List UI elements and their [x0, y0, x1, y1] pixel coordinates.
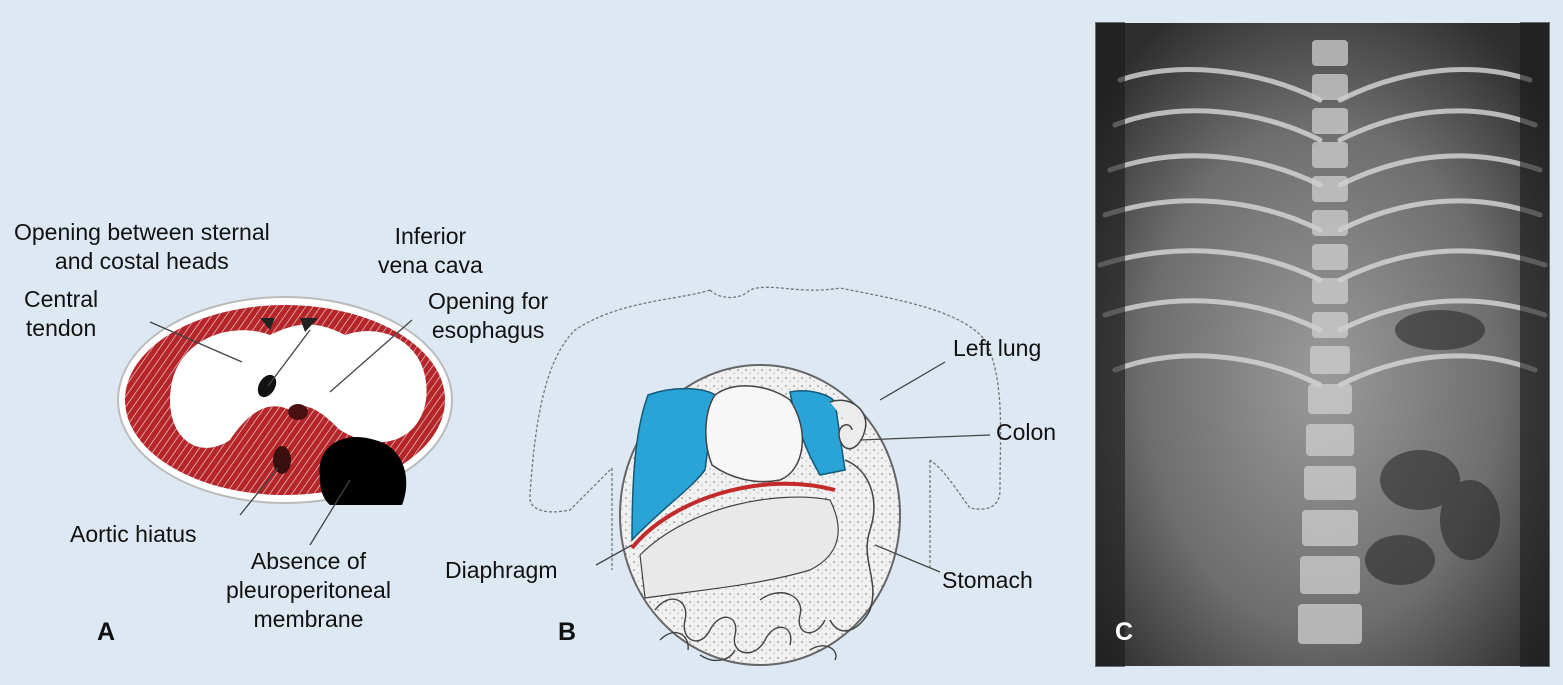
xray-ribs [1097, 67, 1548, 388]
leader-central-tendon [149, 321, 243, 363]
leader-defect [309, 479, 351, 546]
label-inferior-vena-cava: Inferior vena cava [378, 223, 483, 278]
label-diaphragm: Diaphragm [445, 557, 558, 583]
label-left-lung: Left lung [953, 335, 1042, 361]
leader-stomach [874, 544, 941, 573]
liver [639, 496, 839, 599]
panel-a-letter: A [97, 618, 116, 646]
label-opening-sternal-costal: Opening between sternal and costal heads [14, 219, 270, 274]
stomach-outline [829, 459, 875, 632]
torso-right-outline [709, 286, 1002, 510]
leader-aortic-hiatus [239, 467, 279, 516]
diaphragm-line [630, 481, 836, 550]
label-opening-esophagus: Opening for esophagus [428, 288, 549, 343]
colon-loop [829, 399, 867, 450]
leader-diaphragm [595, 544, 633, 566]
sternal-gap-left [260, 318, 275, 330]
panel-a-diaphragm [117, 296, 453, 546]
leader-colon [859, 434, 991, 441]
leader-esophagus [329, 319, 413, 393]
label-central-tendon: Central tendon [24, 286, 99, 341]
xray-bowel-gas [1365, 310, 1500, 585]
label-aortic-hiatus: Aortic hiatus [70, 521, 197, 547]
label-stomach: Stomach [942, 567, 1033, 593]
heart [705, 385, 803, 483]
aortic-opening [273, 446, 291, 474]
leader-left-lung [879, 361, 946, 401]
panel-c-letter: C [1115, 618, 1134, 646]
panel-b-letter: B [558, 618, 577, 646]
label-colon: Colon [996, 419, 1057, 445]
panel-b-torso [529, 286, 1002, 666]
intestine-loops [654, 592, 837, 662]
panel-c-xray [1094, 21, 1551, 668]
label-absence-membrane: Absence of pleuroperitoneal membrane [226, 548, 391, 632]
xray-spine [1298, 40, 1362, 644]
pleuroperitoneal-defect [319, 436, 407, 505]
sternal-gap-right [300, 318, 318, 332]
central-tendon [170, 324, 427, 448]
right-lung [631, 387, 716, 542]
esophagus-opening [288, 404, 308, 420]
leader-sternal-opening [267, 329, 311, 387]
